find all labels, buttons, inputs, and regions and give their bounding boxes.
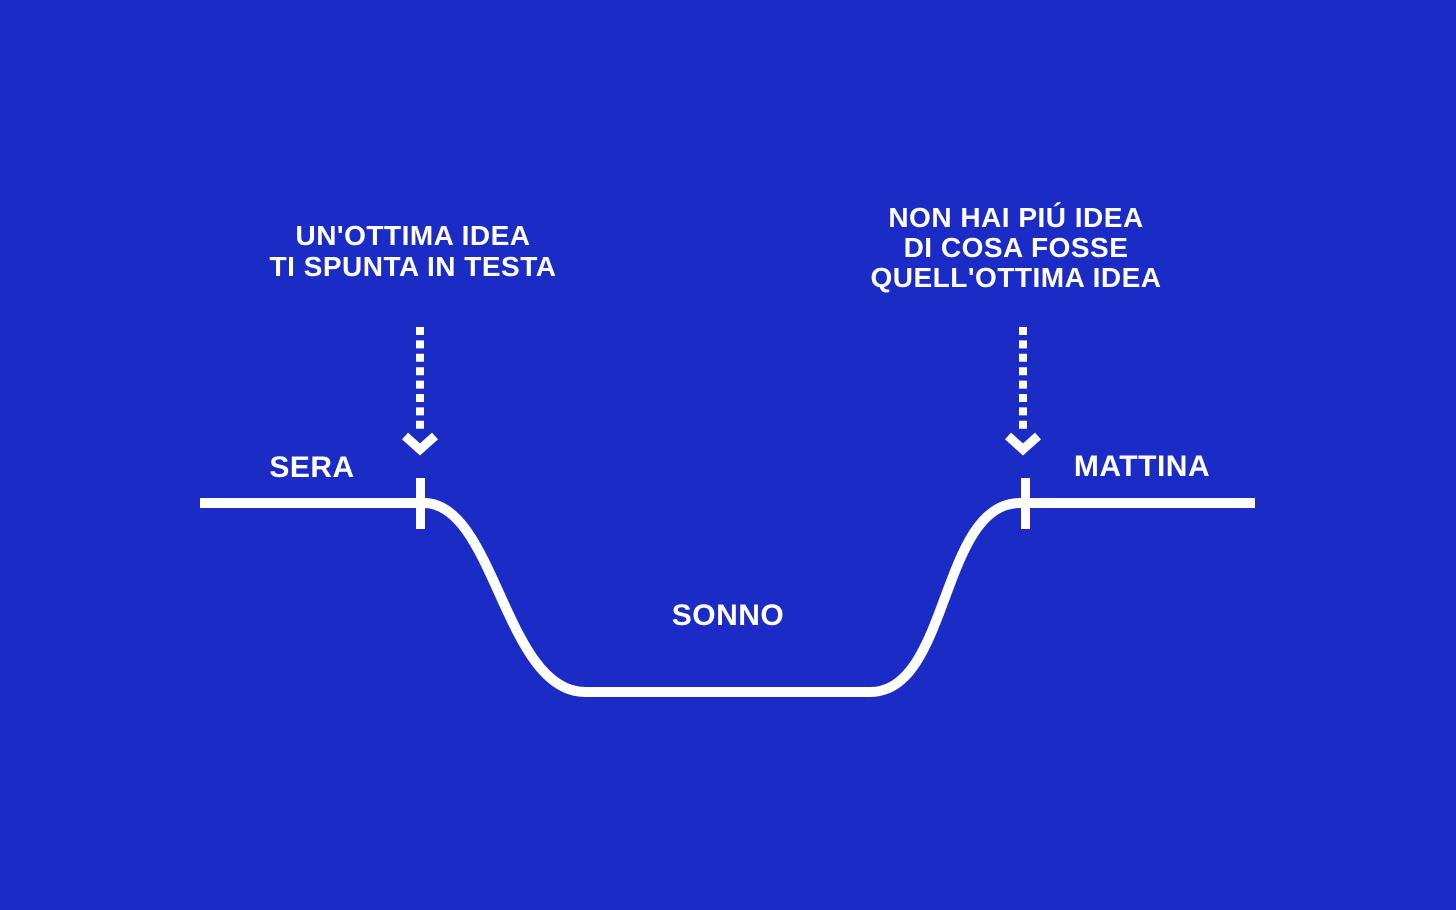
forgotten-arrow-chevron bbox=[1004, 432, 1042, 456]
sleep-label: SONNO bbox=[671, 599, 785, 632]
idea-arrow-down-icon bbox=[401, 327, 439, 456]
forgotten-annotation-line-1: NON HAI PIÚ IDEA bbox=[888, 202, 1144, 233]
idea-annotation-line-1: UN'OTTIMA IDEA bbox=[295, 220, 531, 251]
timeline-curve bbox=[200, 498, 1255, 697]
idea-arrow-chevron bbox=[401, 432, 439, 456]
forgotten-annotation-line-2: DI COSA FOSSE bbox=[903, 232, 1129, 263]
morning-label: MATTINA bbox=[1073, 450, 1211, 483]
forgotten-annotation-line-3: QUELL'OTTIMA IDEA bbox=[870, 262, 1162, 293]
evening-label: SERA bbox=[269, 451, 355, 484]
forgotten-arrow-down-icon bbox=[1004, 327, 1042, 456]
forgotten-annotation: NON HAI PIÚ IDEA DI COSA FOSSE QUELL'OTT… bbox=[871, 203, 1162, 293]
idea-annotation: UN'OTTIMA IDEA TI SPUNTA IN TESTA bbox=[270, 220, 557, 282]
idea-annotation-line-2: TI SPUNTA IN TESTA bbox=[269, 251, 557, 282]
